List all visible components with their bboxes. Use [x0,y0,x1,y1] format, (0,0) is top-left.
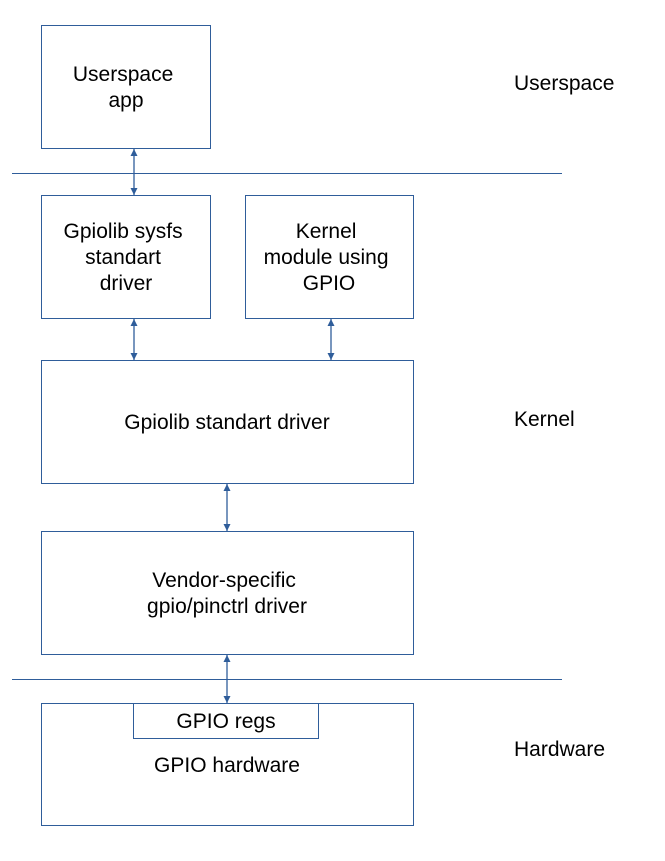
layer-label-hardware: Hardware [514,738,605,761]
kernel-module-label: Kernel module using GPIO [264,220,395,295]
gpio-regs-label: GPIO regs [176,710,275,733]
layer-label-kernel: Kernel [514,408,575,431]
gpiolib-standart-driver-box: Gpiolib standart driver [41,360,414,484]
userspace-app-box: Userspace app [41,25,211,149]
gpiolib-standart-driver-label: Gpiolib standart driver [124,411,329,434]
gpio-hardware-label: GPIO hardware [154,754,300,777]
gpiolib-sysfs-driver-label: Gpiolib sysfs standart driver [64,220,189,295]
vendor-driver-box: Vendor-specific gpio/pinctrl driver [41,531,414,655]
kernel-module-box: Kernel module using GPIO [245,195,414,319]
vendor-driver-label: Vendor-specific gpio/pinctrl driver [147,569,307,618]
userspace-app-label: Userspace app [73,63,179,112]
gpiolib-sysfs-driver-box: Gpiolib sysfs standart driver [41,195,211,319]
layer-label-userspace: Userspace [514,72,614,95]
gpio-regs-box: GPIO regs [133,703,319,739]
